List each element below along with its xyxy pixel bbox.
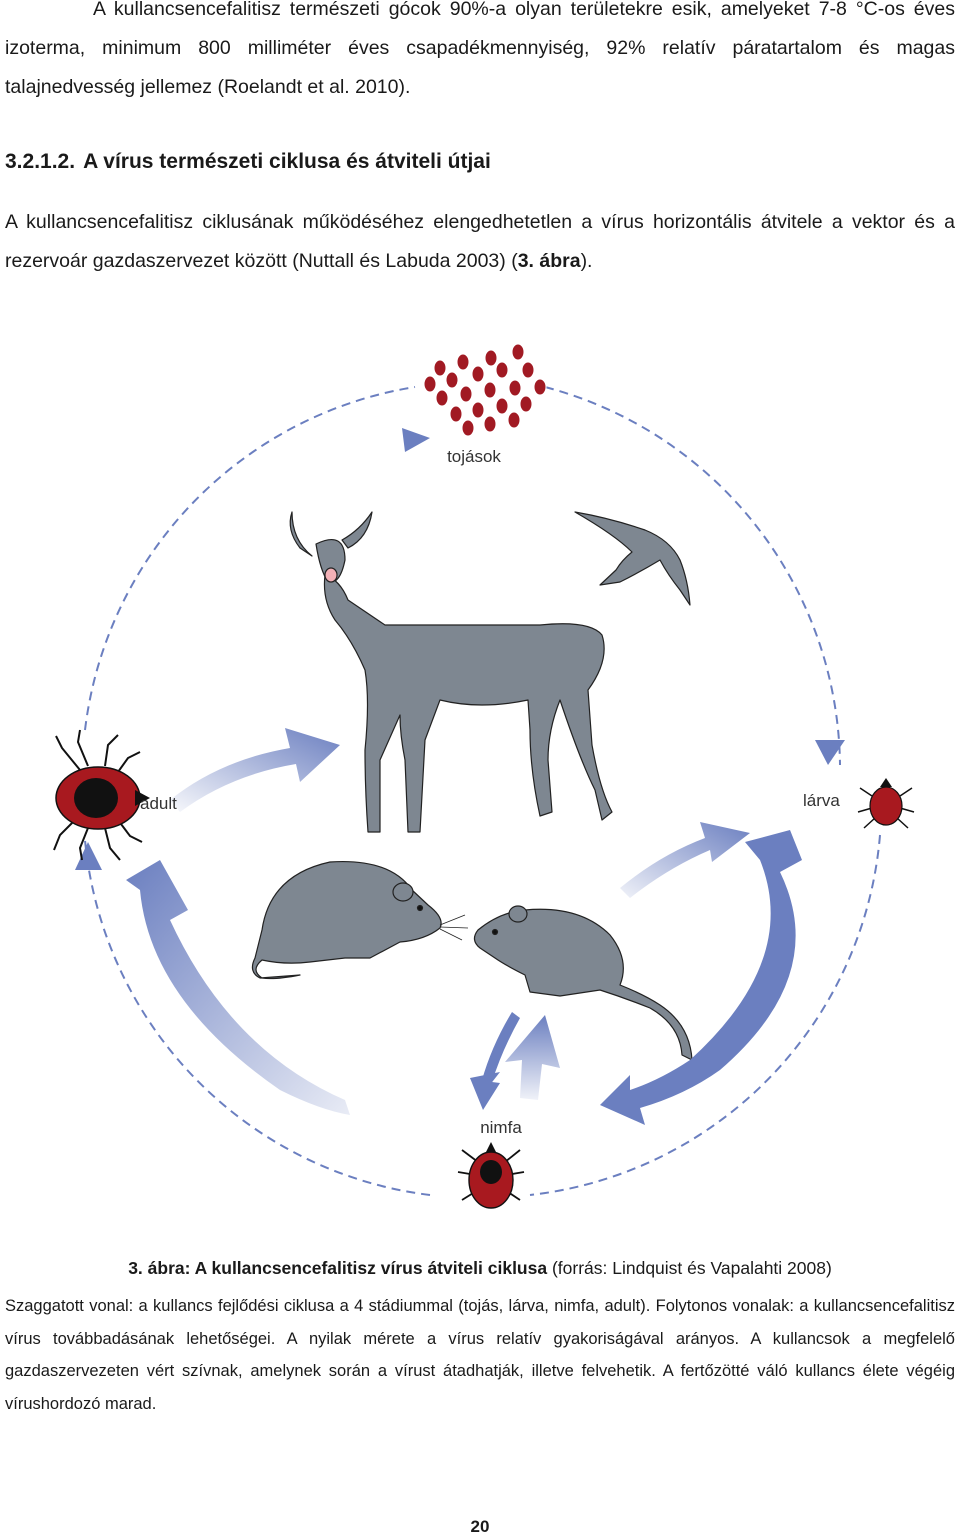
bird-icon <box>574 511 691 606</box>
eggs-icon <box>423 343 547 437</box>
mouse-icon <box>473 905 693 1061</box>
deer-icon <box>289 511 613 833</box>
figure-reference: 3. ábra <box>517 250 581 272</box>
nymph-tick-icon <box>457 1142 525 1209</box>
nymph-label: nimfa <box>480 1118 522 1137</box>
adult-label: adult <box>140 794 177 813</box>
cycle-paragraph-end: ). <box>580 250 593 272</box>
cycle-paragraph: A kullancsencefalitisz ciklusának működé… <box>5 203 955 281</box>
figure-caption-body: Szaggatott vonal: a kullancs fejlődési c… <box>5 1297 955 1413</box>
transmission-cycle-figure: tojások <box>53 343 915 1209</box>
larva-label: lárva <box>803 791 840 810</box>
arrow-left-large <box>126 860 350 1115</box>
eggs-label: tojások <box>447 447 501 466</box>
page-number: 20 <box>470 1517 490 1536</box>
life-cycle-dashed-line <box>84 386 881 1196</box>
section-title: A vírus természeti ciklusa és átviteli ú… <box>83 150 491 173</box>
dashed-arrowhead-larva <box>815 740 845 765</box>
dashed-arrowhead-eggs <box>402 428 430 452</box>
arrow-nymph-up <box>505 1015 560 1100</box>
arrow-right-large <box>600 830 802 1125</box>
rat-icon <box>251 860 442 980</box>
adult-tick-icon <box>53 729 150 861</box>
larva-tick-icon <box>857 778 915 829</box>
arrow-down-to-nymph <box>470 1012 520 1110</box>
section-number: 3.2.1.2. <box>5 150 76 173</box>
arrow-adult-to-deer <box>170 728 340 812</box>
figure-caption-title: 3. ábra: A kullancsencefalitisz vírus át… <box>0 1258 960 1279</box>
figure-caption-source: (forrás: Lindquist és Vapalahti 2008) <box>547 1258 832 1278</box>
figure-caption-bold: 3. ábra: A kullancsencefalitisz vírus át… <box>128 1258 548 1278</box>
arrow-larva-to-mouse <box>620 822 750 898</box>
rat-whiskers <box>439 914 469 941</box>
cycle-paragraph-text: A kullancsencefalitisz ciklusának működé… <box>5 211 955 272</box>
section-heading: 3.2.1.2. A vírus természeti ciklusa és át… <box>5 150 491 174</box>
dashed-arrowhead-adult <box>75 842 102 870</box>
intro-paragraph: A kullancsencefalitisz természeti gócok … <box>5 0 955 98</box>
